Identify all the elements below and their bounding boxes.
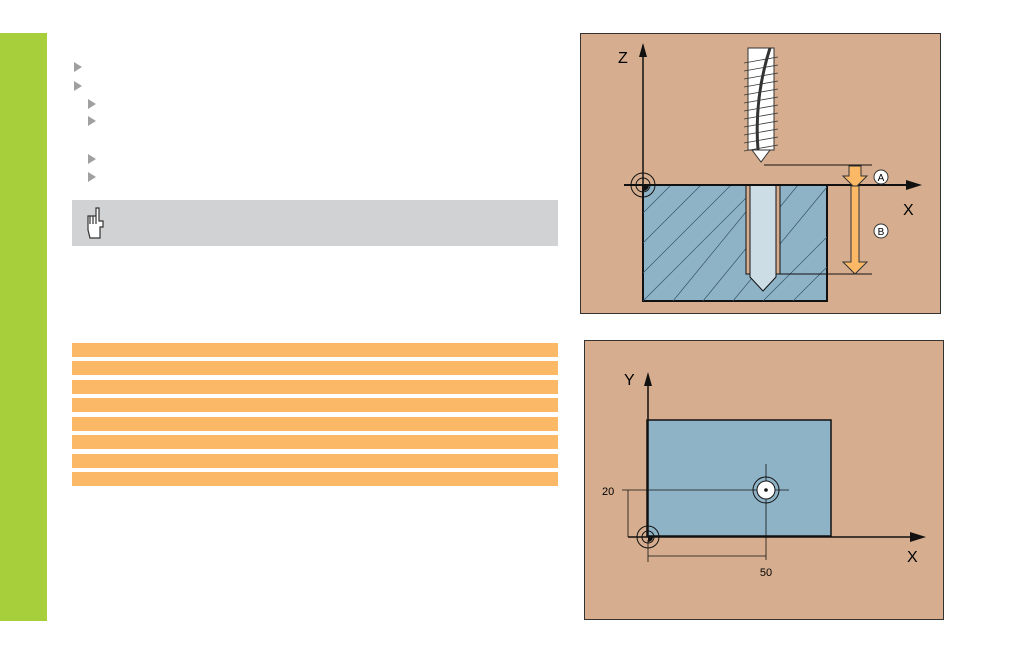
table-row	[72, 398, 558, 412]
table-row	[72, 417, 558, 431]
bullet-icon	[88, 172, 96, 182]
table-row	[72, 435, 558, 449]
tapping-side-view-figure: Z X A B	[580, 33, 941, 314]
table-row	[72, 454, 558, 468]
pointing-hand-icon	[87, 207, 104, 239]
workpiece	[646, 419, 832, 537]
bullet-icon	[88, 154, 96, 164]
axis-label-x: X	[907, 549, 918, 566]
label-b: B	[878, 227, 885, 238]
table-row	[72, 380, 558, 394]
table-row	[72, 361, 558, 375]
bullet-icon	[74, 62, 82, 72]
axis-label-x: X	[903, 202, 914, 219]
table-row	[72, 343, 558, 357]
tap-tool	[743, 47, 779, 163]
note-box	[72, 200, 558, 246]
axis-label-z: Z	[618, 50, 628, 67]
hole-position-top-view-figure: Y X 20 50	[584, 340, 944, 620]
axis-label-y: Y	[624, 372, 635, 389]
table-row	[72, 472, 558, 486]
arrow-a	[841, 165, 869, 189]
dimension-y: 20	[602, 486, 614, 498]
chapter-sidebar-bar	[0, 33, 47, 621]
bullet-icon	[88, 116, 96, 126]
workpiece	[642, 184, 828, 302]
bullet-icon	[74, 81, 82, 91]
bullet-icon	[88, 99, 96, 109]
dimension-x: 50	[760, 567, 772, 579]
arrow-b	[841, 185, 869, 275]
label-a: A	[878, 173, 885, 184]
